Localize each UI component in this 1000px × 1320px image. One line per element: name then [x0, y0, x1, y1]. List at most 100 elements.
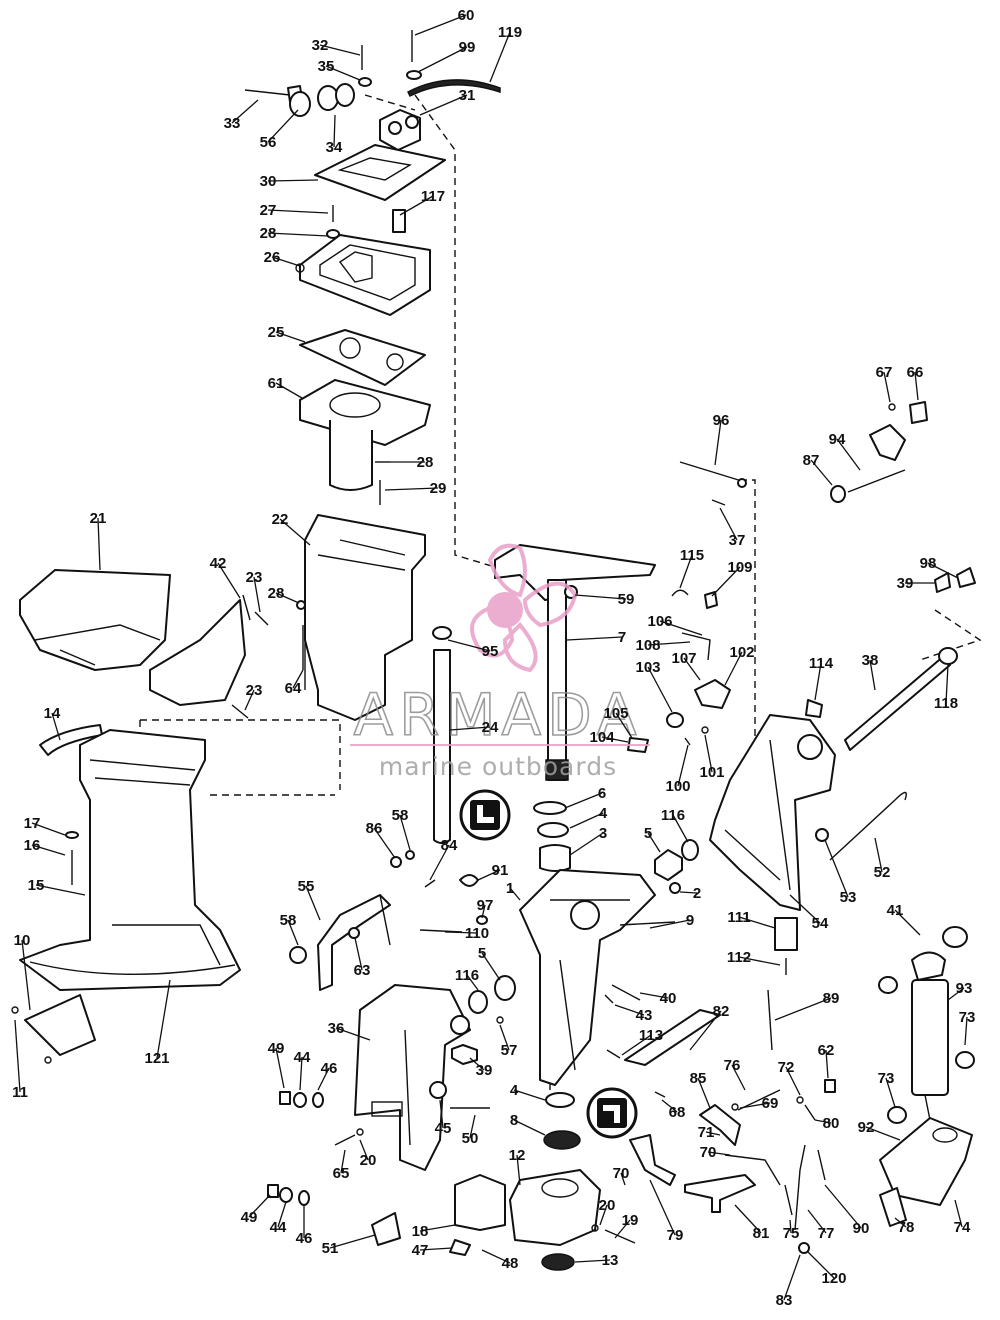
leader-line [719, 507, 738, 541]
part-callout-49: 49 [268, 1040, 285, 1057]
part-callout-66: 66 [907, 364, 924, 381]
clamp-bracket-54 [709, 714, 836, 911]
washer-116 [468, 990, 488, 1014]
part-callout-55: 55 [298, 878, 315, 895]
leader-line [789, 1219, 792, 1234]
part-callout-71: 71 [698, 1124, 715, 1141]
exhaust-housing-assembly [296, 329, 451, 844]
leader-line [156, 979, 171, 1059]
leader-line [679, 891, 698, 894]
leader-line [14, 1019, 21, 1093]
nut-119 [938, 647, 958, 665]
clip-75 [784, 1184, 793, 1216]
cover-42 [149, 599, 246, 706]
nut-39-right [934, 572, 951, 593]
part-callout-63: 63 [354, 962, 371, 979]
part-callout-42: 42 [210, 555, 227, 572]
part-callout-113: 113 [639, 1027, 663, 1044]
part-callout-121: 121 [144, 1050, 169, 1067]
watermark-brand: ARMADA [353, 681, 642, 749]
leader-line [329, 1234, 376, 1249]
part-callout-109: 109 [727, 559, 752, 576]
leader-line [217, 562, 241, 599]
part-callout-57: 57 [501, 1042, 518, 1059]
leader-line [647, 832, 661, 853]
leader-line [277, 1201, 287, 1228]
leader-line [894, 909, 921, 936]
part-callout-105: 105 [603, 705, 628, 722]
washer-46 [312, 1092, 324, 1108]
part-callout-41: 41 [887, 902, 904, 919]
part-callout-77: 77 [818, 1225, 835, 1242]
part-callout-80: 80 [823, 1115, 840, 1132]
part-callout-20: 20 [599, 1197, 616, 1214]
linkage-parts [624, 1009, 836, 1254]
washer-20-lower [591, 1224, 599, 1232]
swivel-bracket-1 [519, 869, 656, 1086]
cover-21 [19, 569, 171, 671]
lower-swivel [449, 1092, 636, 1271]
part-callout-22: 22 [272, 511, 289, 528]
leader-line [672, 814, 689, 843]
leader-line [689, 1010, 722, 1051]
leader-line [836, 438, 861, 471]
leader-line [481, 952, 501, 981]
leader-lines [14, 14, 968, 1301]
leader-line [287, 919, 299, 946]
part-callout-40: 40 [660, 990, 677, 1007]
part-callout-54: 54 [812, 915, 829, 932]
leader-line [649, 919, 691, 929]
tiller-parts [830, 401, 976, 593]
pin-72 [796, 1096, 804, 1104]
leader-line [248, 1194, 271, 1218]
part-callout-74: 74 [954, 1219, 971, 1236]
clamp-bracket-right [709, 647, 958, 911]
gasket-25 [299, 329, 426, 386]
washer-6 [533, 801, 567, 815]
pin-84 [424, 879, 436, 888]
leader-line [439, 1099, 444, 1129]
shaft-7 [547, 579, 567, 781]
leader-line [267, 109, 299, 143]
part-callout-67: 67 [876, 364, 893, 381]
leader-line [704, 734, 713, 773]
lever-55 [317, 894, 391, 991]
bolt-33 [244, 89, 291, 96]
screw-2 [669, 882, 681, 894]
part-callout-86: 86 [366, 820, 383, 837]
part-callout-5: 5 [478, 945, 486, 962]
leader-line [574, 1259, 611, 1263]
leader-line [317, 1067, 330, 1091]
leader-line [231, 99, 259, 124]
cover-plate-10 [24, 994, 96, 1056]
part-callout-69: 69 [762, 1095, 779, 1112]
part-callout-7: 7 [618, 629, 626, 646]
part-callout-9: 9 [686, 912, 694, 929]
part-callout-108: 108 [635, 637, 660, 654]
leader-line [814, 662, 822, 701]
leader-line [51, 712, 61, 741]
leader-line [927, 562, 959, 579]
leader-line [825, 1049, 829, 1079]
part-callout-32: 32 [312, 37, 329, 54]
part-callout-110: 110 [465, 925, 489, 942]
leader-line [824, 839, 849, 898]
pin-57 [496, 1016, 504, 1024]
part-callout-44: 44 [294, 1049, 311, 1066]
leader-line [783, 1254, 801, 1301]
leader-line [707, 1151, 731, 1156]
washer-34 [335, 83, 355, 107]
strap-120 [406, 79, 501, 98]
screw-58 [405, 850, 415, 860]
part-callout-24: 24 [482, 719, 499, 736]
part-callout-81: 81 [753, 1225, 770, 1242]
watermark-tagline: marine outboards [379, 752, 617, 781]
part-callout-114: 114 [809, 655, 834, 672]
leader-line [614, 1004, 645, 1016]
leader-line [481, 1249, 511, 1264]
leader-line [731, 1064, 746, 1091]
leader-line [449, 726, 491, 731]
part-callout-49: 49 [241, 1209, 258, 1226]
nut-98 [956, 567, 976, 588]
part-callout-72: 72 [778, 1059, 795, 1076]
